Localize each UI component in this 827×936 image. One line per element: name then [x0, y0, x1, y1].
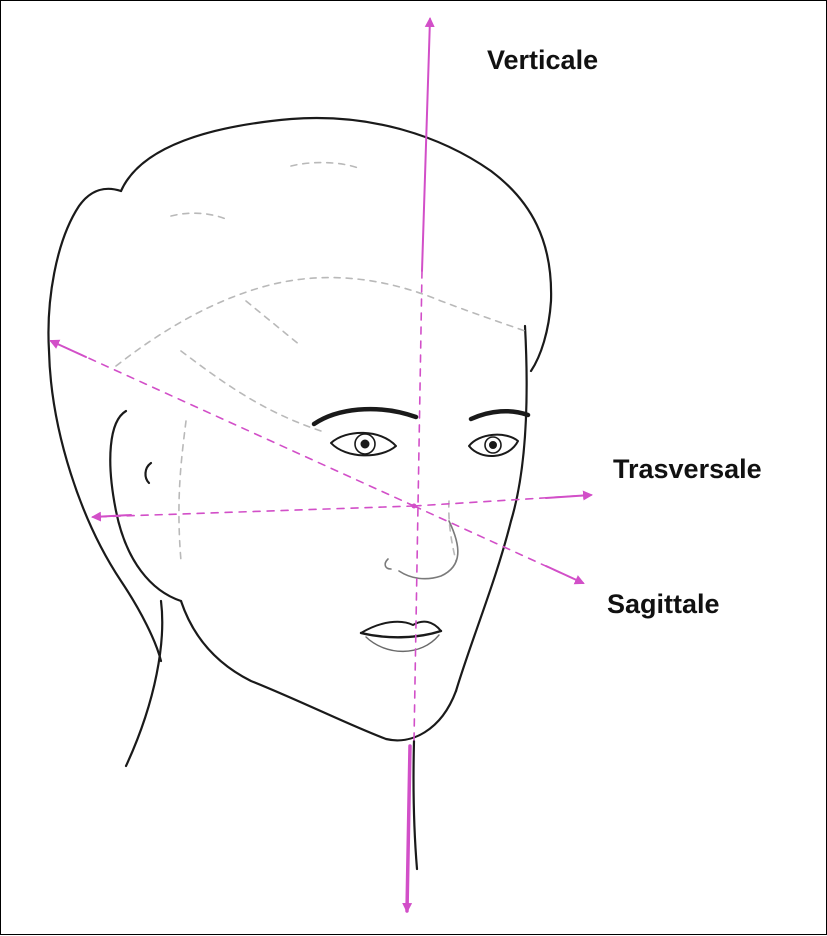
head-outline	[48, 118, 551, 869]
sagittal-axis-back	[51, 341, 414, 506]
hair-lower-lock	[126, 601, 162, 766]
transverse-axis-left	[93, 506, 414, 517]
axes-origin	[412, 504, 417, 509]
facial-features	[314, 409, 528, 651]
ear-outline	[110, 411, 181, 601]
left-pupil	[362, 441, 369, 448]
left-eyebrow	[314, 409, 416, 424]
face-right-side	[456, 326, 527, 691]
sagittal-axis-back-tip	[51, 341, 86, 357]
head-left-side	[48, 189, 161, 661]
sagittal-axis-front-tip	[546, 566, 583, 583]
nostril	[385, 559, 391, 569]
nose	[399, 521, 458, 579]
upper-lip	[361, 622, 441, 633]
right-eyebrow	[471, 411, 528, 419]
transverse-axis-left-tip	[93, 515, 131, 517]
vertical-axis-label: Verticale	[487, 47, 598, 74]
sagittal-axis-label: Sagittale	[607, 591, 720, 618]
construction-lines	[116, 163, 525, 561]
ear-inner	[145, 463, 151, 483]
vertical-axis-lower	[407, 746, 410, 911]
right-pupil	[490, 442, 496, 448]
mouth-line	[361, 631, 441, 637]
neck-line	[413, 741, 417, 869]
vertical-axis-upper	[422, 19, 430, 271]
transverse-axis-label: Trasversale	[613, 456, 762, 483]
axes	[51, 19, 591, 911]
hair-outline	[121, 118, 551, 371]
transverse-axis-right-tip	[546, 495, 591, 498]
